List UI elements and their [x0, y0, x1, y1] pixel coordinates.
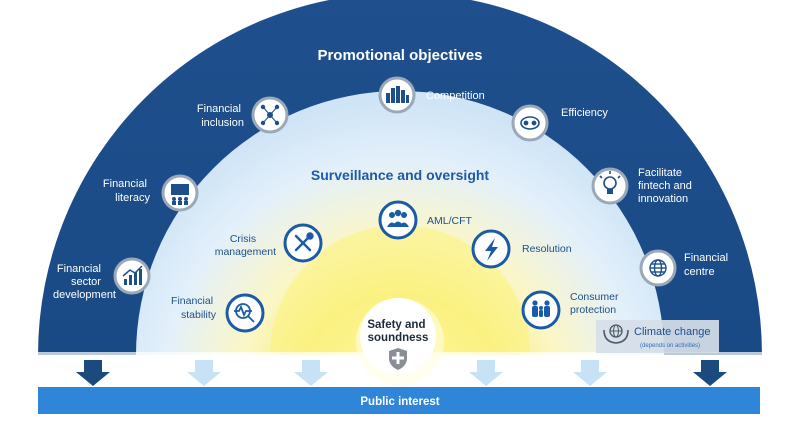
inner-label-aml-cft: AML/CFT: [427, 215, 473, 227]
outer-items: Financial sector development Financial l…: [53, 76, 731, 301]
safety-soundness-core: Safety and soundness: [356, 298, 444, 386]
svg-text:Facilitate fintech and: Facilitate fintech and innovation: [638, 167, 695, 205]
svg-text:Financial sector: Financial sector development: [53, 263, 116, 301]
hands-globe-icon: [603, 324, 629, 344]
inner-label-line: Financial: [171, 295, 213, 307]
arrow-dark-left: [76, 360, 110, 386]
inner-label-line: protection: [570, 304, 616, 316]
climate-change-label: Climate change: [634, 326, 710, 338]
outer-label-line: Financial: [684, 252, 728, 264]
outer-item-competition: Competition: [378, 76, 485, 114]
outer-label-line: Financial: [57, 263, 101, 275]
outer-item-facilitate-fintech: Facilitate fintech and innovation: [591, 167, 695, 205]
lightning-icon: [485, 238, 498, 261]
buildings-icon: [386, 86, 409, 103]
inner-item-aml-cft: AML/CFT: [378, 200, 473, 240]
outer-label-competition: Competition: [426, 90, 485, 102]
outer-item-efficiency: Efficiency: [511, 104, 608, 142]
outer-item-financial-inclusion: Financial inclusion: [197, 96, 289, 134]
inner-label-line: Consumer: [570, 291, 619, 303]
outer-label-line: Facilitate: [638, 167, 682, 179]
outer-label-line: sector: [71, 276, 101, 288]
bar-chart-icon: [122, 265, 143, 285]
climate-change-box: Climate change (depends on activities): [596, 320, 719, 353]
arrow-light: [469, 360, 503, 386]
outer-label-line: fintech and: [638, 180, 692, 192]
inner-label-line: management: [215, 246, 276, 258]
cycle-icon: [520, 116, 540, 130]
outer-item-financial-sector-development: Financial sector development: [53, 257, 151, 301]
magnifier-icon: [234, 303, 255, 323]
surveillance-title: Surveillance and oversight: [311, 167, 490, 183]
shield-icon: [389, 348, 407, 370]
arrow-light: [294, 360, 328, 386]
people-network-icon: [260, 104, 280, 126]
inner-item-consumer-protection: Consumer protection: [521, 290, 621, 330]
inner-item-crisis-management: Crisis management: [215, 223, 323, 263]
svg-text:Financial literacy: Financial literacy: [103, 178, 151, 204]
svg-text:Financial centre: Financial centre: [684, 252, 731, 278]
tools-icon: [294, 232, 314, 252]
core-label-line: soundness: [368, 332, 429, 344]
family-icon: [532, 300, 550, 317]
down-arrows: [76, 360, 727, 386]
arrow-light: [187, 360, 221, 386]
outer-item-financial-centre: Financial centre: [639, 249, 731, 287]
inner-label-line: stability: [181, 309, 217, 321]
public-interest-bar: [38, 387, 760, 414]
globe-icon: [649, 259, 667, 277]
outer-label-line: Financial: [197, 103, 241, 115]
core-label-line: Safety and: [367, 319, 425, 331]
inner-item-financial-stability: Financial stability: [171, 293, 265, 333]
svg-text:Safety and soundness: Safety and soundness: [367, 319, 428, 344]
outer-label-efficiency: Efficiency: [561, 107, 608, 119]
inner-items: Financial stability Crisis management: [171, 200, 621, 333]
arrow-dark-right: [693, 360, 727, 386]
arrow-light: [573, 360, 607, 386]
svg-text:Crisis management: Crisis management: [215, 233, 276, 258]
inner-item-resolution: Resolution: [471, 229, 572, 269]
svg-text:Financial inclusion: Financial inclusion: [197, 103, 244, 129]
outer-label-line: innovation: [638, 193, 688, 205]
outer-label-line: Financial: [103, 178, 147, 190]
climate-change-note: (depends on activities): [640, 343, 700, 349]
outer-item-financial-literacy: Financial literacy: [103, 174, 199, 212]
outer-label-line: development: [53, 289, 116, 301]
svg-text:Consumer protection: Consumer protection: [570, 291, 621, 316]
outer-label-line: literacy: [115, 192, 150, 204]
public-interest-label: Public interest: [360, 396, 439, 408]
group-icon: [387, 209, 409, 227]
promotional-objectives-title: Promotional objectives: [317, 47, 482, 64]
lightbulb-icon: [599, 171, 621, 194]
svg-text:Financial stability: Financial stability: [171, 295, 217, 321]
sun-glow: [270, 225, 530, 355]
outer-label-line: inclusion: [201, 117, 244, 129]
presentation-icon: [171, 184, 189, 205]
inner-label-resolution: Resolution: [522, 243, 572, 255]
inner-label-line: Crisis: [230, 233, 256, 245]
outer-label-line: centre: [684, 266, 715, 278]
